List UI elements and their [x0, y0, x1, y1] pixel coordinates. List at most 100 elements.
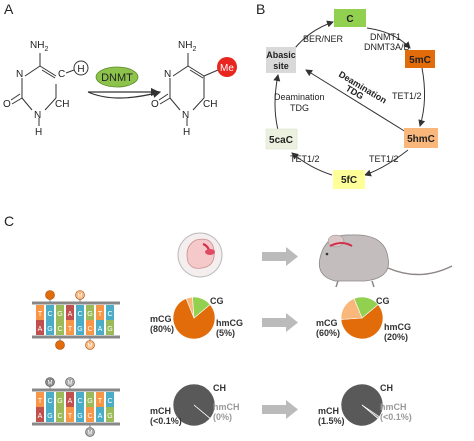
- oxygen-label: O: [3, 99, 11, 110]
- transition-arrow-middle: [262, 313, 298, 332]
- dna-letter-top: G: [87, 398, 92, 405]
- label-dnmt1: DNMT1: [370, 32, 401, 42]
- pie-label-cg: CG: [210, 296, 224, 306]
- demethylation-cycle: C 5mC 5hmC 5fC 5caC Abasic site DNMT1 DN…: [265, 9, 438, 189]
- dna-letter-bottom: A: [98, 413, 103, 420]
- dna-base-bottom: [66, 320, 74, 335]
- pie-label-mch: mCH: [150, 406, 171, 416]
- dna-base-top: [46, 392, 54, 407]
- methyl-mark-icon: [75, 290, 85, 300]
- pie-label-ch: CH: [380, 383, 393, 393]
- c5-label: C: [58, 69, 65, 80]
- dna-base-top: [66, 305, 74, 320]
- arrow-5hmc-to-abasic: [305, 69, 407, 133]
- methyl-circle: [217, 57, 237, 77]
- dna-letter-top: T: [98, 311, 103, 318]
- mouse-embryo-illustration: [177, 232, 223, 278]
- methyl-mark-icon: [85, 340, 95, 350]
- pie-slice-hmch: [361, 404, 379, 419]
- node-5mc: [405, 50, 435, 68]
- dna-base-bottom: [56, 407, 64, 422]
- panel-label-c: C: [4, 213, 14, 229]
- dna-letter-top: C: [47, 398, 52, 405]
- dna-base-bottom: [46, 407, 54, 422]
- dna-base-top: [36, 392, 44, 407]
- dna-letter-bottom: C: [87, 413, 92, 420]
- dna-base-top: [96, 305, 104, 320]
- dna-base-bottom: [106, 320, 114, 335]
- n3-label: N: [16, 69, 23, 80]
- pie-label-ch: CH: [213, 383, 226, 393]
- node-5hmc: [404, 128, 438, 148]
- label-dnmt3ab: DNMT3A/B: [364, 42, 410, 52]
- dna-letter-top: C: [107, 398, 112, 405]
- cytosine-structure: NH2 N C H O N H CH: [3, 40, 89, 138]
- node-abasic-label-2: site: [273, 61, 289, 71]
- node-5fc: [333, 170, 365, 189]
- pie-label-mcg: (80%): [150, 324, 174, 334]
- amine-label-right: NH2: [178, 40, 196, 53]
- methyl-mark-icon: [45, 377, 55, 387]
- arrow-abasic-to-c: [294, 20, 334, 49]
- pie-label-mch: (<0.1%): [150, 416, 182, 426]
- dna-base-bottom: [86, 407, 94, 422]
- dna-letter-top: T: [38, 398, 43, 405]
- dna-base-bottom: [36, 407, 44, 422]
- pie-label-mcg: mCG: [316, 318, 338, 328]
- pie-label-hmcg: (5%): [216, 328, 235, 338]
- label-ber-ner: BER/NER: [303, 34, 344, 44]
- methyl-mark-label: M: [88, 344, 93, 350]
- pie-label-hmcg: hmCG: [216, 318, 243, 328]
- n1-label-right: N: [182, 110, 189, 121]
- dna-base-top: [86, 305, 94, 320]
- pie-cg-adult: mCG(60%)hmCG(20%)CG: [316, 296, 411, 342]
- dna-letter-bottom: T: [68, 326, 73, 333]
- node-5hmc-label: 5hmC: [407, 134, 435, 145]
- hydrogen-label: H: [77, 64, 84, 75]
- node-abasic-site: [266, 47, 296, 73]
- node-5fc-label: 5fC: [341, 175, 357, 186]
- label-tdg-left: TDG: [290, 103, 309, 113]
- pie-label-mcg: mCG: [150, 314, 172, 324]
- label-tet-5fc: TET1/2: [290, 154, 320, 164]
- dna-base-top: [36, 305, 44, 320]
- transition-arrow-bottom: [262, 400, 298, 419]
- pie-cg-embryo: mCG(80%) hmCG(5%) CG: [150, 296, 243, 340]
- node-5cac: [265, 128, 298, 150]
- dna-base-top: [76, 305, 84, 320]
- pie-slice-mcg: [340, 304, 384, 340]
- methyl-mark-label: M: [78, 294, 83, 300]
- arrow-5mc-to-5hmc: [418, 67, 426, 127]
- dna-base-top: [66, 392, 74, 407]
- dna-letter-bottom: G: [47, 326, 52, 333]
- dna-base-bottom: [56, 320, 64, 335]
- pie-label-hmcg: (20%): [384, 332, 408, 342]
- methyl-mark-icon: [85, 427, 95, 437]
- n3-label-right: N: [164, 69, 171, 80]
- node-c: [334, 9, 366, 27]
- panel-label-b: B: [256, 1, 265, 17]
- transition-arrow-top: [262, 247, 298, 266]
- amine-label: NH2: [30, 40, 48, 53]
- dna-base-bottom: [46, 320, 54, 335]
- dna-base-top: [56, 305, 64, 320]
- dna-base-bottom: [96, 407, 104, 422]
- dna-base-top: [106, 305, 114, 320]
- pie-slice-mcg: [172, 298, 216, 340]
- node-abasic-label-1: Abasic: [266, 50, 296, 60]
- dnmt-enzyme: [95, 66, 139, 88]
- dna-base-bottom: [76, 407, 84, 422]
- panel-label-a: A: [4, 1, 14, 17]
- node-c-label: C: [346, 14, 353, 25]
- dna-base-bottom: [36, 320, 44, 335]
- dna-base-bottom: [106, 407, 114, 422]
- dna-letter-bottom: G: [77, 413, 82, 420]
- dnmt-label: DNMT: [101, 72, 133, 84]
- methyl-mark-label: M: [88, 431, 93, 437]
- dna-letter-top: T: [98, 398, 103, 405]
- dna-base-bottom: [86, 320, 94, 335]
- dna-letter-bottom: C: [57, 413, 62, 420]
- label-deamination-left: Deamination: [274, 92, 325, 102]
